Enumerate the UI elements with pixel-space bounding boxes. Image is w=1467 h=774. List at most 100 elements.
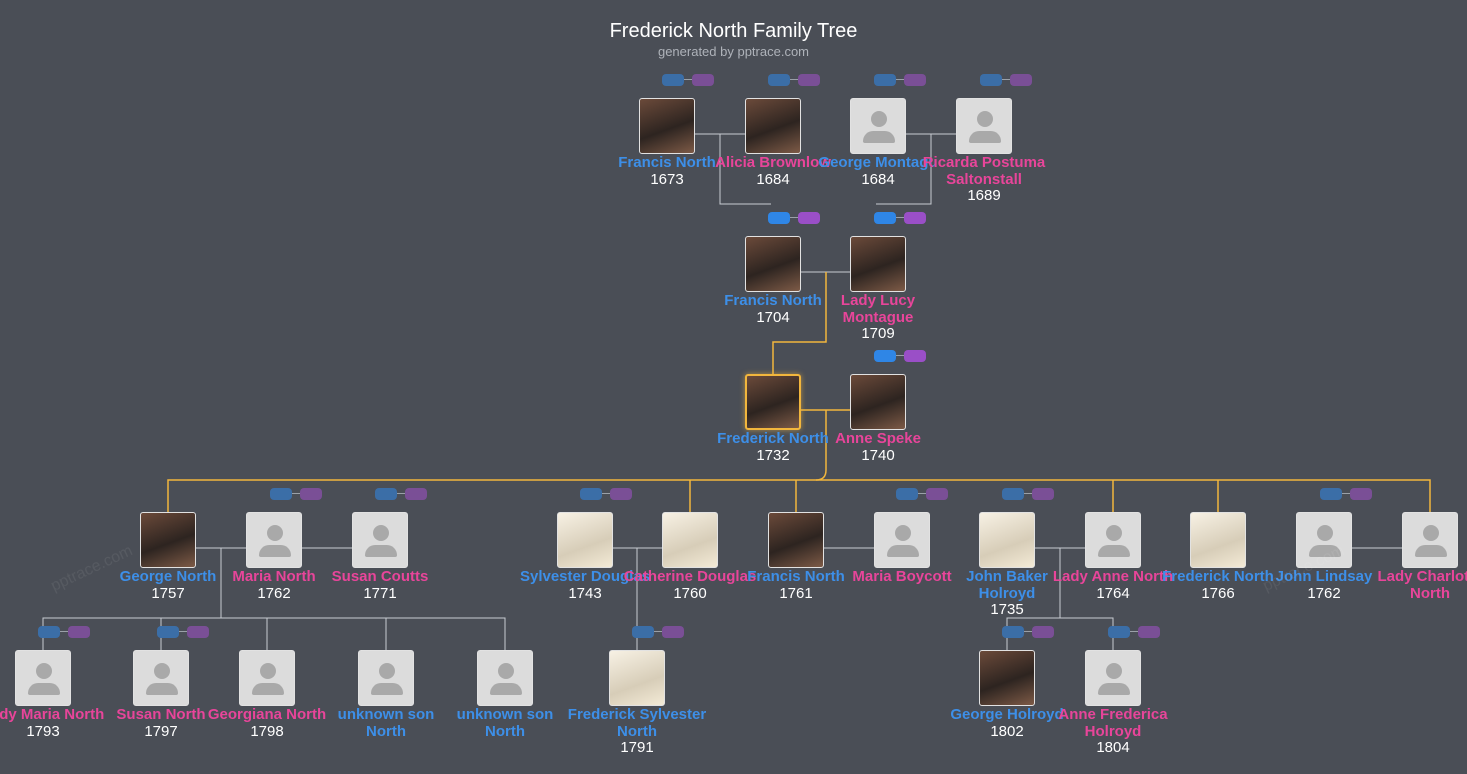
expand-descendants-button[interactable] [187, 626, 209, 638]
person-name[interactable]: Maria Boycott [832, 568, 972, 586]
expand-ancestors-button[interactable] [662, 74, 684, 86]
avatar-body-shape [28, 683, 60, 695]
expand-ancestors-button[interactable] [1320, 488, 1342, 500]
person-name-text: Alicia Brownlow [715, 154, 831, 171]
avatar-placeholder-icon[interactable] [15, 650, 71, 706]
person-photo[interactable] [979, 650, 1035, 706]
expand-ancestors-button[interactable] [1108, 626, 1130, 638]
expand-ancestors-button[interactable] [874, 350, 896, 362]
person-photo[interactable] [768, 512, 824, 568]
avatar-placeholder-icon[interactable] [1402, 512, 1458, 568]
toggle-connector [179, 631, 187, 632]
avatar-placeholder-icon[interactable] [956, 98, 1012, 154]
person-photo[interactable] [745, 236, 801, 292]
person-photo[interactable] [745, 98, 801, 154]
expand-ancestors-button[interactable] [580, 488, 602, 500]
person-photo[interactable] [639, 98, 695, 154]
expand-ancestors-button[interactable] [1002, 488, 1024, 500]
expand-descendants-button[interactable] [610, 488, 632, 500]
expand-descendants-button[interactable] [300, 488, 322, 500]
expand-ancestors-button[interactable] [1002, 626, 1024, 638]
expand-ancestors-button[interactable] [38, 626, 60, 638]
expand-ancestors-button[interactable] [874, 74, 896, 86]
avatar-placeholder-icon[interactable] [874, 512, 930, 568]
person-name-text: Lady Anne North [1052, 568, 1174, 585]
expand-descendants-button[interactable] [904, 74, 926, 86]
expand-descendants-button[interactable] [1350, 488, 1372, 500]
person-photo[interactable] [662, 512, 718, 568]
expand-ancestors-button[interactable] [896, 488, 918, 500]
expand-descendants-button[interactable] [1138, 626, 1160, 638]
expand-ancestors-button[interactable] [157, 626, 179, 638]
person-name[interactable]: Lady Charlotte North [1360, 568, 1467, 602]
avatar-placeholder-icon[interactable] [358, 650, 414, 706]
expand-descendants-button[interactable] [904, 212, 926, 224]
person-name[interactable]: unknown son North [435, 706, 575, 740]
expand-descendants-button[interactable] [904, 350, 926, 362]
expand-descendants-button[interactable] [1032, 626, 1054, 638]
person-photo[interactable] [1190, 512, 1246, 568]
person-photo[interactable] [557, 512, 613, 568]
relation-toggle [874, 350, 930, 362]
expand-ancestors-button[interactable] [768, 74, 790, 86]
expand-descendants-button[interactable] [405, 488, 427, 500]
expand-ancestors-button[interactable] [768, 212, 790, 224]
expand-descendants-button[interactable] [1010, 74, 1032, 86]
person-photo[interactable] [850, 236, 906, 292]
person-photo[interactable] [745, 374, 801, 430]
person-birth-year: 1689 [967, 187, 1001, 204]
expand-ancestors-button[interactable] [980, 74, 1002, 86]
person-photo[interactable] [979, 512, 1035, 568]
expand-ancestors-button[interactable] [632, 626, 654, 638]
expand-descendants-button[interactable] [662, 626, 684, 638]
avatar-placeholder-icon[interactable] [246, 512, 302, 568]
expand-descendants-button[interactable] [1032, 488, 1054, 500]
expand-descendants-button[interactable] [798, 212, 820, 224]
avatar-placeholder-icon[interactable] [352, 512, 408, 568]
person-photo[interactable] [609, 650, 665, 706]
expand-descendants-button[interactable] [68, 626, 90, 638]
person-name[interactable]: unknown son North [316, 706, 456, 740]
toggle-connector [896, 79, 904, 80]
expand-descendants-button[interactable] [926, 488, 948, 500]
avatar-placeholder-icon[interactable] [477, 650, 533, 706]
avatar-placeholder-icon[interactable] [133, 650, 189, 706]
expand-descendants-button[interactable] [692, 74, 714, 86]
avatar-placeholder-icon[interactable] [850, 98, 906, 154]
expand-ancestors-button[interactable] [270, 488, 292, 500]
avatar-placeholder-icon[interactable] [1085, 650, 1141, 706]
expand-ancestors-button[interactable] [375, 488, 397, 500]
avatar-placeholder-icon[interactable] [1085, 512, 1141, 568]
avatar-placeholder-icon[interactable] [239, 650, 295, 706]
person-photo[interactable] [850, 374, 906, 430]
person-photo[interactable] [140, 512, 196, 568]
avatar-placeholder-icon[interactable] [1296, 512, 1352, 568]
expand-descendants-button[interactable] [798, 74, 820, 86]
person-birth-year: 1802 [990, 722, 1024, 740]
expand-ancestors-button[interactable] [874, 212, 896, 224]
